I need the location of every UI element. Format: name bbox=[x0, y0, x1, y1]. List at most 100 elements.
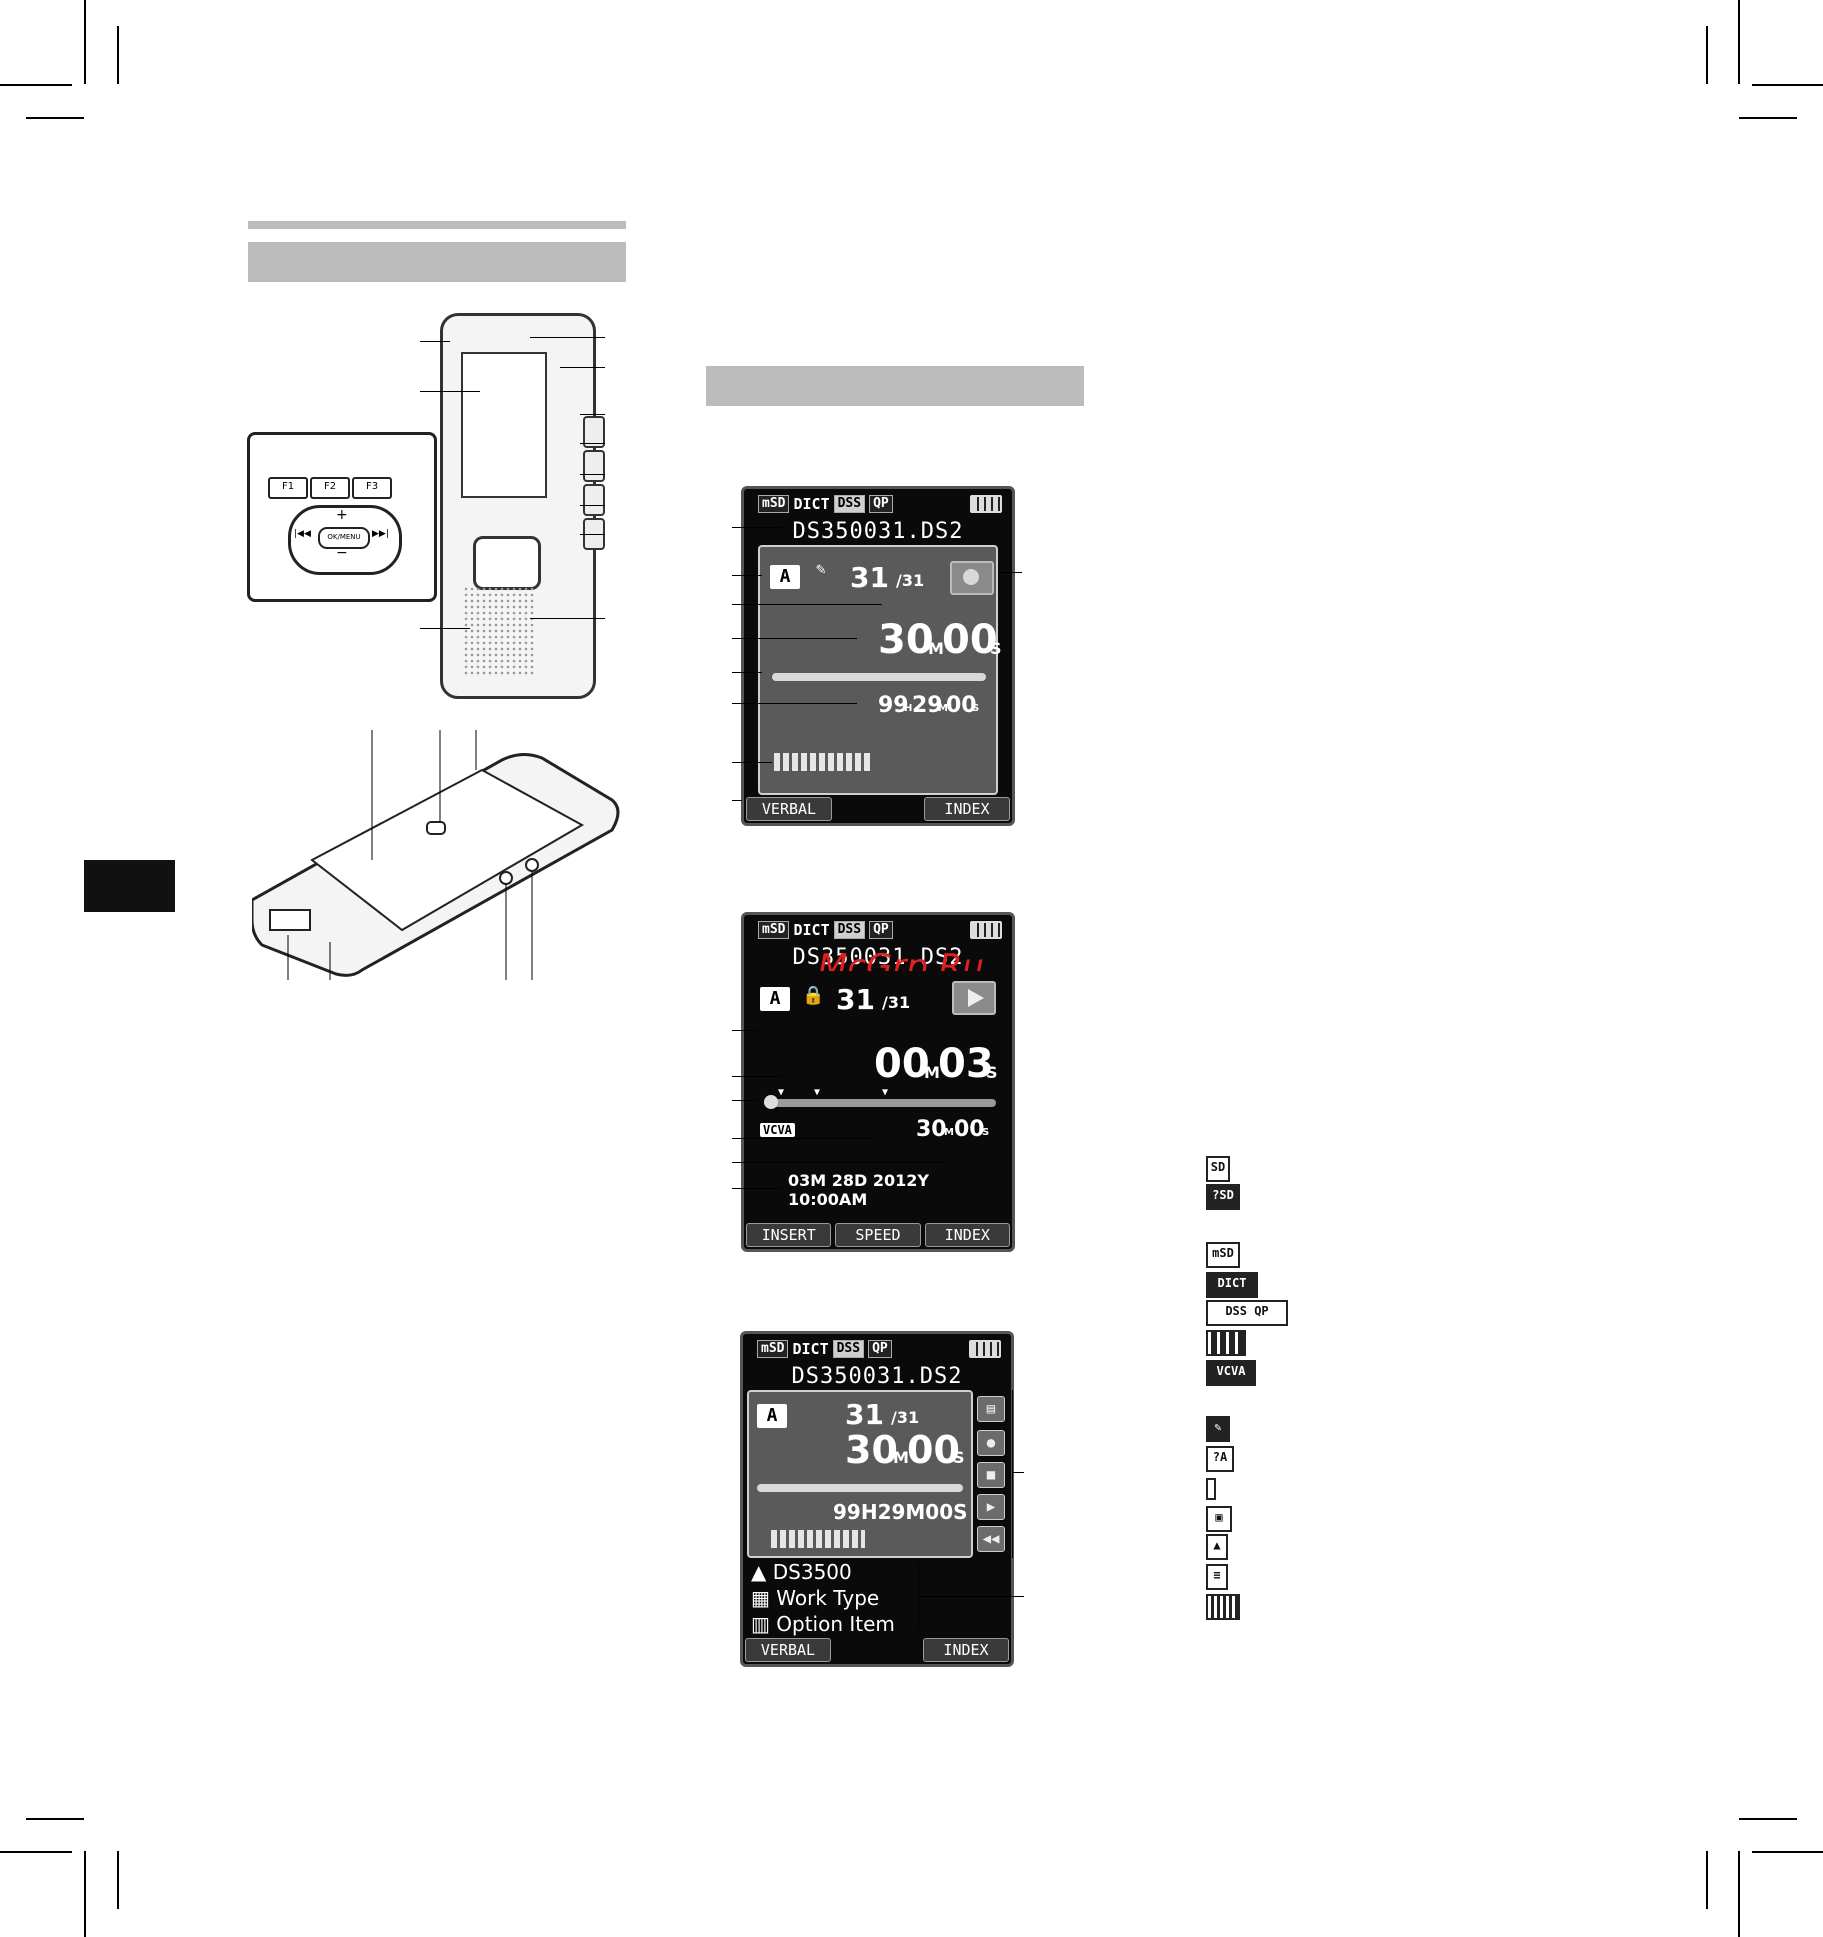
barcode-legend-icon bbox=[1206, 1594, 1240, 1620]
rec-seconds: 00 bbox=[942, 617, 998, 663]
remain-hours: 99 bbox=[878, 693, 909, 718]
mic-small-legend-icon bbox=[1206, 1478, 1216, 1500]
crop-mark bbox=[117, 1851, 119, 1909]
vcva-legend-icon: VCVA bbox=[1206, 1360, 1256, 1386]
author-row: ▲ DS3500 bbox=[751, 1560, 852, 1584]
crop-mark bbox=[1739, 117, 1797, 119]
speed-softkey[interactable]: SPEED bbox=[835, 1223, 921, 1247]
side-button bbox=[583, 450, 605, 482]
play-seconds: 03 bbox=[938, 1041, 994, 1087]
callout-line bbox=[918, 1596, 1024, 1597]
side-button bbox=[583, 416, 605, 448]
dss-qp-icon: DSS QP bbox=[1206, 1300, 1288, 1326]
crop-mark bbox=[0, 1851, 72, 1853]
callout-line bbox=[1012, 1472, 1024, 1473]
file-name: DS350031.DS2 bbox=[792, 519, 964, 544]
quality-icon: QP bbox=[868, 1340, 892, 1358]
verbal-softkey[interactable]: VERBAL bbox=[745, 1638, 831, 1662]
sd-card-locked-icon: ?SD bbox=[1206, 1184, 1240, 1210]
device-dpad bbox=[473, 536, 541, 590]
crop-mark bbox=[1739, 1818, 1797, 1820]
dss-format-icon: DSS bbox=[832, 1340, 865, 1358]
quality-icon: QP bbox=[869, 495, 893, 513]
section-heading-bar bbox=[248, 242, 626, 282]
section-rule bbox=[248, 221, 626, 229]
rec-minutes: 30 bbox=[878, 617, 934, 663]
file-icon: ▤ bbox=[977, 1396, 1005, 1422]
pen-legend-icon: ✎ bbox=[1206, 1416, 1230, 1442]
minus-label: − bbox=[336, 545, 348, 561]
empty-softkey bbox=[835, 1638, 919, 1662]
speaker-grille bbox=[463, 586, 535, 676]
record-progress-bar bbox=[772, 673, 986, 681]
dss-format-icon: DSS bbox=[833, 495, 866, 513]
callout-line bbox=[732, 1138, 872, 1139]
remain-minutes-unit: M bbox=[938, 703, 948, 714]
crop-mark bbox=[117, 26, 119, 84]
file-index: 31 bbox=[850, 561, 889, 594]
verbal-softkey[interactable]: VERBAL bbox=[746, 797, 832, 821]
status-bar: mSD DICT DSS QP bbox=[758, 493, 1002, 515]
callout-line bbox=[580, 505, 605, 506]
record-date: 03M 28D 2012Y 10:00AM bbox=[788, 1171, 929, 1209]
file-length-seconds: 00 bbox=[954, 1117, 985, 1142]
index-softkey[interactable]: INDEX bbox=[923, 1638, 1009, 1662]
level-meter bbox=[774, 753, 870, 771]
battery-legend-icon bbox=[1206, 1330, 1246, 1356]
lcd-screen-recording: mSD DICT DSS QP DS350031.DS2 A ✎ 31 /31 … bbox=[741, 486, 1015, 826]
index-softkey[interactable]: INDEX bbox=[924, 797, 1010, 821]
file-index: 31 bbox=[836, 983, 875, 1016]
lock-icon: 🔒 bbox=[802, 985, 825, 1006]
dict-mode-icon: DICT bbox=[793, 495, 830, 513]
rewind-icon: ◀◀ bbox=[977, 1526, 1005, 1552]
callout-line bbox=[530, 618, 605, 619]
crop-mark bbox=[26, 117, 84, 119]
keypad-inset: F1 F2 F3 + − |◀◀ ▶▶| OK/MENU bbox=[247, 432, 437, 602]
vcva-icon: VCVA bbox=[760, 1123, 795, 1137]
crop-mark bbox=[26, 1818, 84, 1820]
f3-key: F3 bbox=[352, 477, 392, 499]
remain-time: 99H29M00S bbox=[833, 1500, 968, 1524]
side-button bbox=[583, 484, 605, 516]
bracket-line bbox=[1012, 1390, 1013, 1558]
f2-key: F2 bbox=[310, 477, 350, 499]
sd-card-icon: SD bbox=[1206, 1156, 1230, 1182]
callout-line bbox=[420, 391, 480, 392]
index-softkey[interactable]: INDEX bbox=[924, 1223, 1010, 1247]
rec-minutes: 30 bbox=[845, 1428, 898, 1472]
callout-line bbox=[732, 1100, 757, 1101]
lock-legend-icon: ▣ bbox=[1206, 1506, 1232, 1532]
remain-seconds: 00 bbox=[946, 693, 977, 718]
callout-line bbox=[580, 534, 605, 535]
msd-card-icon: mSD bbox=[758, 921, 790, 939]
msd-card-icon: mSD bbox=[757, 1340, 789, 1358]
barcode-icon: ▥ bbox=[751, 1612, 777, 1636]
callout-line bbox=[732, 604, 882, 605]
playback-progress-bar bbox=[764, 1099, 996, 1107]
file-index: 31 bbox=[845, 1398, 884, 1431]
file-total: /31 bbox=[882, 993, 911, 1012]
dict-mode-icon: DICT bbox=[792, 1340, 829, 1358]
file-length-minutes-unit: M bbox=[944, 1127, 954, 1138]
dpad-ring bbox=[288, 505, 402, 575]
quality-icon: QP bbox=[869, 921, 893, 939]
file-name: DS350031.DS2 bbox=[791, 1364, 963, 1389]
worktype-label: Work Type bbox=[776, 1586, 880, 1610]
main-panel: A 🔒 31 /31 00 M 03 S ▼ ▼ ▼ VCVA 30 M 00 … bbox=[748, 971, 1002, 1211]
callout-line bbox=[580, 443, 605, 444]
crop-mark bbox=[1706, 26, 1708, 84]
msd-icon: mSD bbox=[1206, 1242, 1240, 1268]
folder-a-icon: A bbox=[760, 987, 790, 1011]
plus-label: + bbox=[336, 507, 348, 523]
remain-hours-unit: H bbox=[904, 703, 913, 714]
callout-line bbox=[420, 628, 470, 629]
soft-key-row: INSERT SPEED INDEX bbox=[746, 1223, 1010, 1247]
insert-softkey[interactable]: INSERT bbox=[746, 1223, 832, 1247]
status-bar: mSD DICT DSS QP bbox=[757, 1338, 1001, 1360]
worktype-row: ▦ Work Type bbox=[751, 1586, 879, 1610]
soft-key-row: VERBAL INDEX bbox=[746, 797, 1010, 821]
play-minutes-unit: M bbox=[924, 1063, 940, 1082]
crop-mark bbox=[84, 0, 86, 84]
crop-mark bbox=[1738, 0, 1740, 84]
callout-line bbox=[560, 367, 605, 368]
